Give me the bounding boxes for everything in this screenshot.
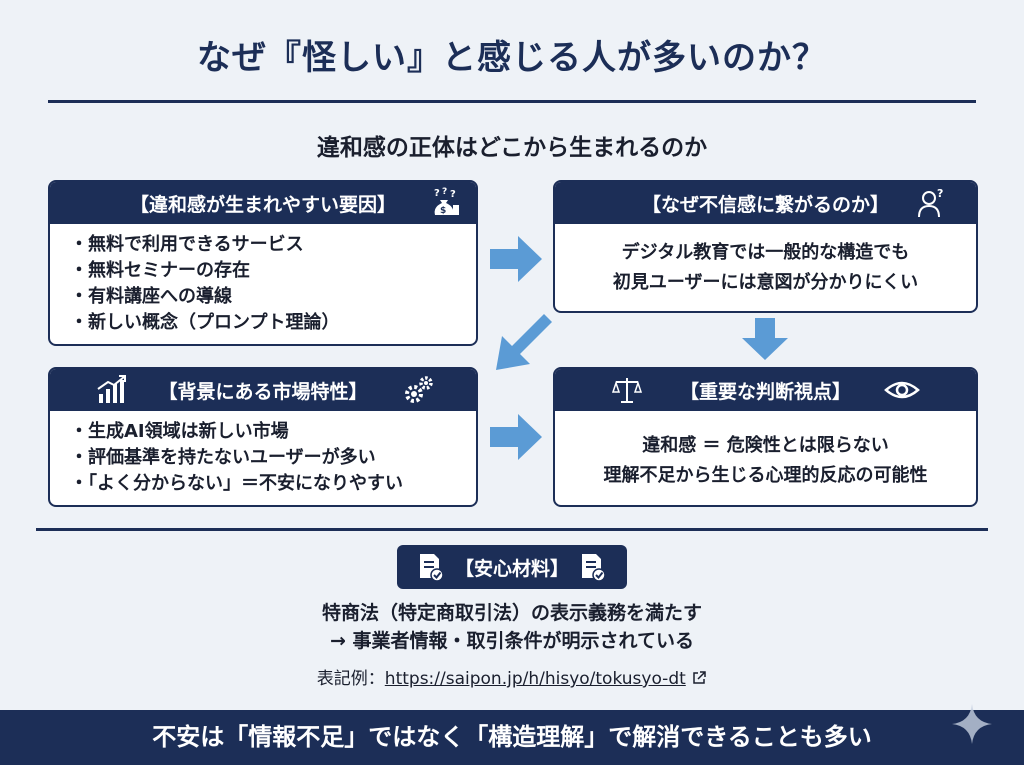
viewpoint-line: 理解不足から生じる心理的反応の可能性: [603, 465, 928, 486]
factors-card-header: 【違和感が生まれやすい要因】 ? ? ? $: [50, 182, 476, 224]
viewpoint-line: 違和感 ＝ 危険性とは限らない: [642, 435, 889, 456]
scales-icon: [611, 374, 643, 406]
document-check-icon: [417, 552, 445, 582]
example-label: 表記例：: [316, 669, 385, 689]
svg-text:?: ?: [450, 189, 456, 200]
arrow-right-icon: [490, 414, 542, 460]
svg-text:?: ?: [442, 187, 447, 197]
arrow-right-icon: [490, 236, 542, 282]
distrust-card: 【なぜ不信感に繋がるのか】 ? デジタル教育では一般的な構造でも 初見ユーザーに…: [553, 180, 978, 313]
arrow-down-icon: [742, 318, 788, 360]
confused-person-icon: ?: [916, 187, 948, 219]
market-card-header: 【背景にある市場特性】: [50, 369, 476, 411]
factors-list: 無料で利用できるサービス 無料セミナーの存在 有料講座への導線 新しい概念（プロ…: [50, 224, 476, 344]
title-divider: [48, 100, 976, 103]
market-list: 生成AI領域は新しい市場 評価基準を持たないユーザーが多い 「よく分からない」＝…: [50, 411, 476, 505]
list-item: 無料で利用できるサービス: [70, 232, 456, 258]
eye-icon: [884, 374, 920, 406]
distrust-line: デジタル教育では一般的な構造でも: [621, 242, 910, 263]
page-title: なぜ『怪しい』と感じる人が多いのか？: [197, 38, 827, 78]
gears-icon: [402, 374, 436, 406]
example-link[interactable]: https://saipon.jp/h/hisyo/tokusyo-dt: [384, 669, 686, 689]
money-bag-question-icon: ? ? ? $: [428, 187, 462, 219]
svg-text:$: $: [440, 206, 446, 216]
viewpoint-card-header: 【重要な判断視点】: [555, 369, 976, 411]
list-item: 有料講座への導線: [70, 284, 456, 310]
growth-chart-icon: [96, 374, 128, 406]
viewpoint-card-title: 【重要な判断視点】: [679, 380, 851, 403]
list-item: 「よく分からない」＝不安になりやすい: [70, 471, 456, 497]
reassurance-badge: 【安心材料】: [397, 545, 627, 589]
svg-text:?: ?: [937, 187, 943, 200]
list-item: 評価基準を持たないユーザーが多い: [70, 445, 456, 471]
reassurance-title: 【安心材料】: [454, 557, 569, 580]
viewpoint-body: 違和感 ＝ 危険性とは限らない 理解不足から生じる心理的反応の可能性: [555, 411, 976, 499]
section-divider: [36, 528, 988, 531]
reassurance-line-2: → 事業者情報・取引条件が明示されている: [330, 630, 694, 652]
page-subtitle: 違和感の正体はどこから生まれるのか: [316, 135, 708, 161]
market-card-title: 【背景にある市場特性】: [158, 380, 368, 403]
svg-text:?: ?: [434, 188, 440, 199]
distrust-card-title: 【なぜ不信感に繋がるのか】: [641, 193, 889, 216]
distrust-body: デジタル教育では一般的な構造でも 初見ユーザーには意図が分かりにくい: [555, 224, 976, 306]
sparkle-icon: [952, 704, 992, 744]
document-check-icon: [579, 552, 607, 582]
external-link-icon[interactable]: [691, 670, 707, 686]
market-card: 【背景にある市場特性】 生成AI領域は新しい市場 評価基準を持たないユーザーが多…: [48, 367, 478, 507]
factors-card-title: 【違和感が生まれやすい要因】: [129, 193, 396, 216]
list-item: 新しい概念（プロンプト理論）: [70, 310, 456, 336]
example-row: 表記例：https://saipon.jp/h/hisyo/tokusyo-dt: [0, 664, 1024, 689]
factors-card: 【違和感が生まれやすい要因】 ? ? ? $ 無料で利用できるサービス 無料セミ…: [48, 180, 478, 346]
distrust-line: 初見ユーザーには意図が分かりにくい: [612, 272, 919, 293]
arrow-down-left-icon: [496, 310, 552, 370]
list-item: 生成AI領域は新しい市場: [70, 419, 456, 445]
reassurance-line-1: 特商法（特定商取引法）の表示義務を満たす: [321, 602, 702, 624]
list-item: 無料セミナーの存在: [70, 258, 456, 284]
distrust-card-header: 【なぜ不信感に繋がるのか】 ?: [555, 182, 976, 224]
footer-banner: 不安は「情報不足」ではなく「構造理解」で解消できることも多い: [0, 710, 1024, 765]
viewpoint-card: 【重要な判断視点】 違和感 ＝ 危険性とは限らない 理解不足から生じる心理的反応…: [553, 367, 978, 507]
